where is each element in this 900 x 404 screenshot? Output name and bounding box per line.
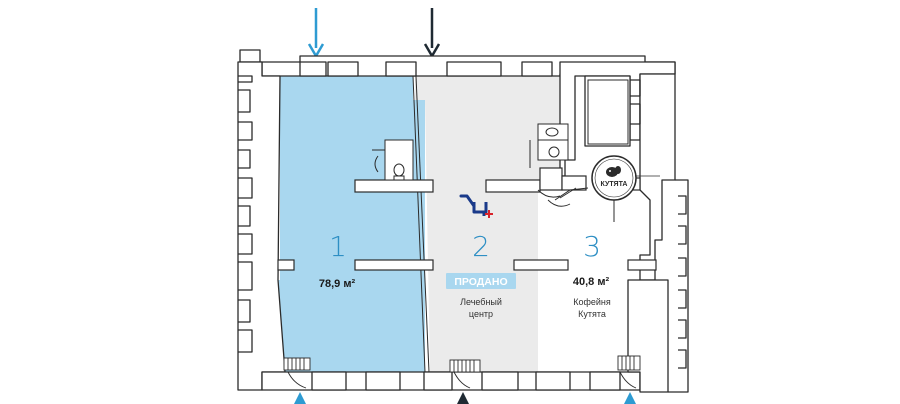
door-swings: [547, 187, 577, 207]
wc-unit-2: [529, 123, 589, 201]
bottom-entrance-arrow-dark: [457, 392, 469, 404]
unit-3-number: 3: [583, 230, 601, 263]
cafe-logo-text: КУТЯТА: [601, 181, 628, 188]
right-room-outline: [587, 79, 629, 145]
bottom-entrance-arrow-blue-2: [624, 392, 636, 404]
top-entrance-arrow-blue: [307, 8, 325, 59]
bottom-door-unit-3: [617, 355, 641, 389]
top-entrance-arrow-dark: [423, 8, 441, 59]
unit-2-number: 2: [472, 230, 490, 263]
bottom-door-unit-2: [449, 359, 481, 389]
walls: [237, 49, 689, 393]
cafe-logo-marker: КУТЯТА: [591, 155, 637, 222]
wc-unit-1: [372, 139, 414, 181]
unit-2-area: [415, 76, 560, 372]
unit-2-desc-line-2: центр: [469, 309, 493, 319]
sold-badge-text: ПРОДАНО: [454, 276, 507, 288]
unit-3-area: [538, 190, 655, 372]
cafe-dog-icon: [606, 166, 621, 177]
unit-3-desc-line-1: Кофейня: [573, 297, 611, 307]
bottom-entrance-arrow-blue-1: [294, 392, 306, 404]
unit-3-desc-line-2: Кутята: [578, 309, 606, 319]
unit-2-desc-line-1: Лечебный: [460, 297, 502, 307]
unit-1-number: 1: [329, 230, 347, 263]
unit-1-area-label: 78,9 м²: [319, 278, 356, 290]
unit-fills: [278, 76, 655, 372]
pharmacy-logo-icon: [459, 194, 493, 218]
bottom-door-unit-1: [283, 357, 311, 389]
sold-badge: ПРОДАНО: [446, 273, 516, 289]
unit-1-area: [278, 76, 425, 372]
unit-3-area-label: 40,8 м²: [573, 276, 610, 288]
